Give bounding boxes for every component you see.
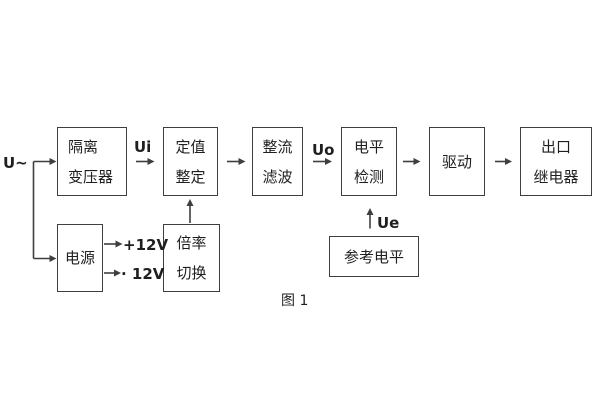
block-ratio-switching: 倍率 切换: [163, 224, 220, 292]
detection-to-driver-arrow: [403, 158, 421, 165]
block-reference-level: 参考电平: [329, 236, 419, 277]
minus12v-label: · 12V: [121, 265, 165, 283]
plus12v-arrow: [104, 240, 123, 248]
block-text-line: 切换: [176, 264, 207, 282]
uo-arrow: [313, 158, 332, 165]
block-text-line: 整定: [175, 167, 206, 186]
ui-signal-label: Ui: [134, 138, 152, 156]
minus12v-arrow: [104, 269, 121, 277]
block-text-line: 电平: [353, 137, 384, 156]
block-driver: 驱动: [429, 127, 485, 196]
block-text-line: 倍率: [176, 234, 207, 252]
block-text-line: 检测: [353, 167, 384, 186]
block-text-line: 继电器: [533, 167, 579, 186]
block-isolation-transformer: 隔离 变压器: [57, 127, 127, 196]
ue-signal-label: Ue: [377, 214, 400, 232]
setpoint-to-rectifier-arrow: [227, 158, 246, 165]
plus12v-label: +12V: [123, 236, 169, 254]
uo-signal-label: Uo: [312, 141, 335, 159]
block-text-line: 定值: [175, 137, 206, 156]
block-power-supply: 电源: [57, 224, 103, 292]
block-output-relay: 出口 继电器: [520, 127, 592, 196]
block-text-line: 出口: [540, 137, 571, 156]
ue-arrow: [366, 208, 374, 229]
ratio-to-setpoint-arrow: [186, 199, 194, 223]
block-text-line: 滤波: [262, 167, 293, 186]
input-branch-line: [32, 158, 57, 262]
block-text-line: 参考电平: [343, 247, 404, 266]
block-text-line: 隔离: [68, 137, 99, 156]
ui-arrow: [136, 158, 155, 165]
driver-to-relay-arrow: [495, 158, 512, 165]
block-text-line: 驱动: [441, 152, 472, 171]
block-text-line: 电源: [64, 249, 95, 267]
block-text-line: 变压器: [68, 167, 114, 186]
input-voltage-label: U~: [3, 154, 28, 172]
block-level-detection: 电平 检测: [341, 127, 397, 196]
block-text-line: 整流: [262, 137, 293, 156]
block-rectifier-filter: 整流 滤波: [252, 127, 303, 196]
figure-caption: 图 1: [281, 293, 309, 309]
block-setpoint-setting: 定值 整定: [163, 127, 218, 196]
